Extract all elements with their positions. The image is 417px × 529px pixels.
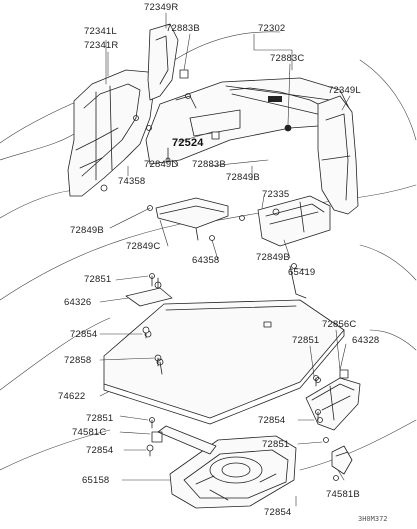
callout-72851-d: 72851 [262, 439, 290, 450]
callout-72858: 72858 [64, 355, 92, 366]
callout-74581c: 74581C [72, 427, 107, 438]
callout-65158: 65158 [82, 475, 110, 486]
callout-64326: 64326 [64, 297, 92, 308]
callout-72854-d: 72854 [264, 507, 292, 518]
fastener-symbols [142, 273, 321, 457]
drawing-reference-code: 3H0M372 [358, 515, 388, 523]
trim-72349r [147, 23, 179, 101]
callout-74358: 74358 [118, 176, 146, 187]
bracket-64358 [147, 197, 245, 241]
callout-72883b-mid: 72883B [192, 159, 226, 170]
callout-72851-b: 72851 [292, 335, 320, 346]
callout-64328: 64328 [352, 335, 380, 346]
callout-65419: 65419 [288, 267, 316, 278]
callout-64358: 64358 [192, 255, 220, 266]
callout-72883c: 72883C [270, 53, 305, 64]
trim-72349l [317, 95, 359, 215]
callout-72849b-left: 72849B [70, 225, 104, 236]
callout-72854-a: 72854 [70, 329, 98, 340]
callout-72341l: 72341L [84, 26, 117, 37]
callout-72854-b: 72854 [86, 445, 114, 456]
callout-72849d: 72849D [144, 159, 179, 170]
callout-74581b: 74581B [326, 489, 360, 500]
callout-72851-c: 72851 [86, 413, 114, 424]
callout-72854-c: 72854 [258, 415, 286, 426]
callout-72341r: 72341R [84, 40, 119, 51]
callout-72856c: 72856C [322, 319, 357, 330]
callout-72849c: 72849C [126, 241, 161, 252]
callout-72349l: 72349L [328, 85, 361, 96]
upper-clips [133, 69, 220, 163]
callout-72349r: 72349R [144, 2, 179, 13]
side-trim-left [67, 69, 155, 197]
callout-72302: 72302 [258, 23, 286, 34]
callout-72851-a: 72851 [84, 274, 112, 285]
callout-72849b-bot: 72849B [256, 252, 290, 263]
leader-lines [99, 12, 351, 507]
support-bracket-65419 [257, 195, 331, 299]
floor-board-74622 [103, 299, 345, 425]
plate-64326 [125, 277, 173, 307]
bracket-74581b [331, 445, 353, 481]
callout-74622: 74622 [58, 391, 86, 402]
strap-74581c [151, 425, 217, 455]
callout-72524: 72524 [172, 137, 204, 149]
callout-72849b-right: 72849B [226, 172, 260, 183]
box-64328 [305, 369, 361, 443]
callout-72335: 72335 [262, 189, 290, 200]
callout-72883b-top: 72883B [166, 23, 200, 34]
spare-tire-tray-65158 [169, 435, 297, 509]
